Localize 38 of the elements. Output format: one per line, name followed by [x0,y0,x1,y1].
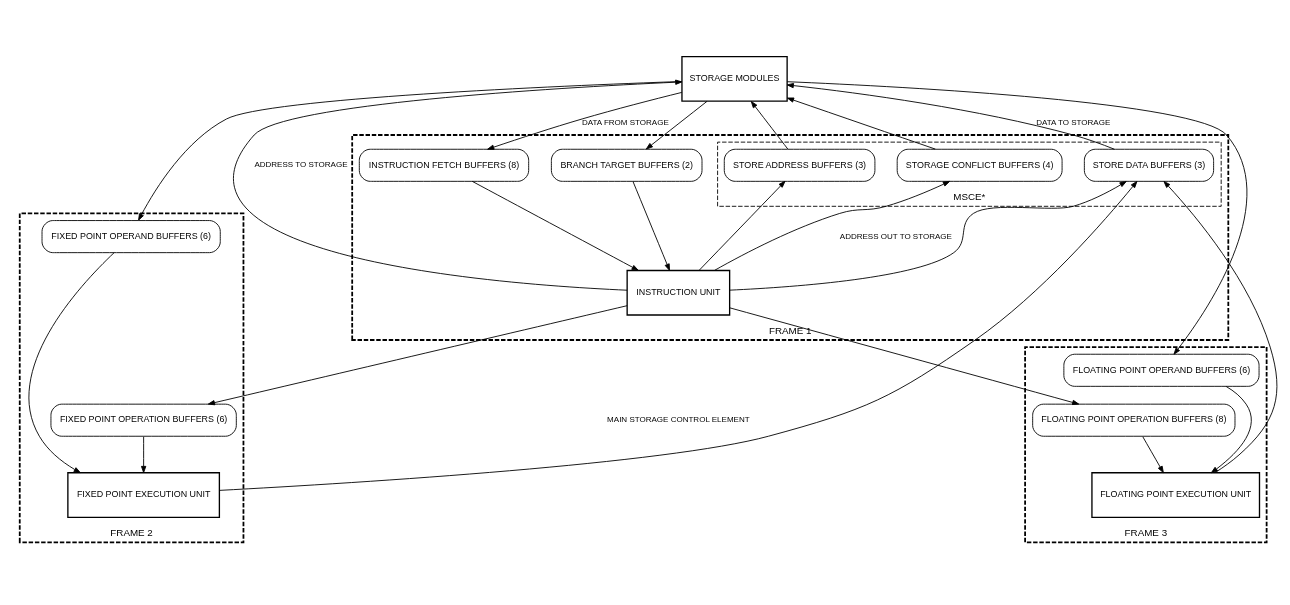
arrow [1163,180,1278,473]
node-box: BRANCH TARGET BUFFERS (2) [550,148,703,182]
arrow [207,304,628,405]
node-box: FIXED POINT OPERAND BUFFERS (6) [41,219,221,253]
edge-label: DATA FROM STORAGE [581,117,669,127]
edge-label: ADDRESS OUT TO STORAGE [839,231,952,241]
node-box: STORE DATA BUFFERS (3) [1083,148,1215,182]
node-box: STORAGE CONFLICT BUFFERS (4) [896,148,1063,182]
arrow [729,306,1080,405]
arrow [786,82,1115,150]
node-box: FIXED POINT OPERATION BUFFERS (6) [50,403,237,437]
arrow [1142,435,1164,473]
arrow [632,180,670,271]
edge-label: DATA TO STORAGE [1036,117,1111,127]
node-box: FIXED POINT EXECUTION UNIT [67,471,221,518]
node-box: STORAGE MODULES [681,55,788,102]
arrow [234,79,683,291]
arrow [729,180,1127,291]
arrow [698,180,786,271]
arrow [750,100,789,150]
arrow [645,100,708,149]
arrow [219,180,1138,491]
arrow [786,97,936,150]
node-box: STORE ADDRESS BUFFERS (3) [723,148,876,182]
node-box: INSTRUCTION UNIT [626,269,731,316]
arrow [141,435,147,473]
node-box: INSTRUCTION FETCH BUFFERS (8) [358,148,530,182]
edge-label: ADDRESS TO STORAGE [254,159,348,169]
arrow [714,180,951,271]
arrow [487,91,683,150]
node-box: FLOATING POINT OPERATION BUFFERS (8) [1032,403,1236,437]
arrow [786,80,1248,355]
arrow [471,180,639,271]
node-box: FLOATING POINT OPERAND BUFFERS (6) [1063,353,1260,387]
arrow [138,80,683,221]
label: MAIN STORAGE CONTROL ELEMENT [607,414,750,424]
node-box: FLOATING POINT EXECUTION UNIT [1091,471,1261,518]
arrow [28,251,115,473]
